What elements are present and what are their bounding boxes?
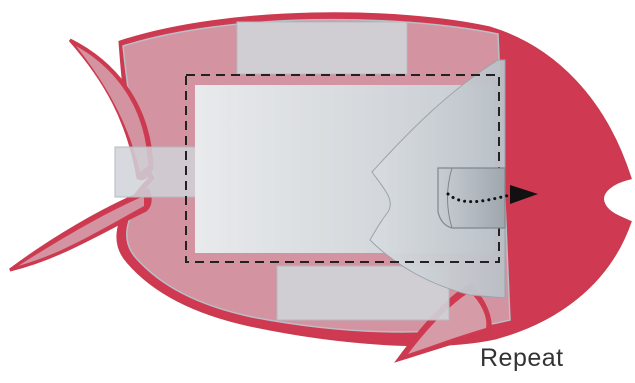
dotted-motion-line (446, 192, 512, 204)
tuck-flap (437, 167, 506, 229)
tuck-flap-fold (447, 167, 453, 229)
bottom-fin-overlay (408, 292, 487, 354)
top-tab (236, 21, 408, 75)
repeat-caption: Repeat (480, 344, 564, 372)
tail-fin-lower-overlay (18, 196, 144, 266)
arrowhead-icon (510, 185, 538, 204)
